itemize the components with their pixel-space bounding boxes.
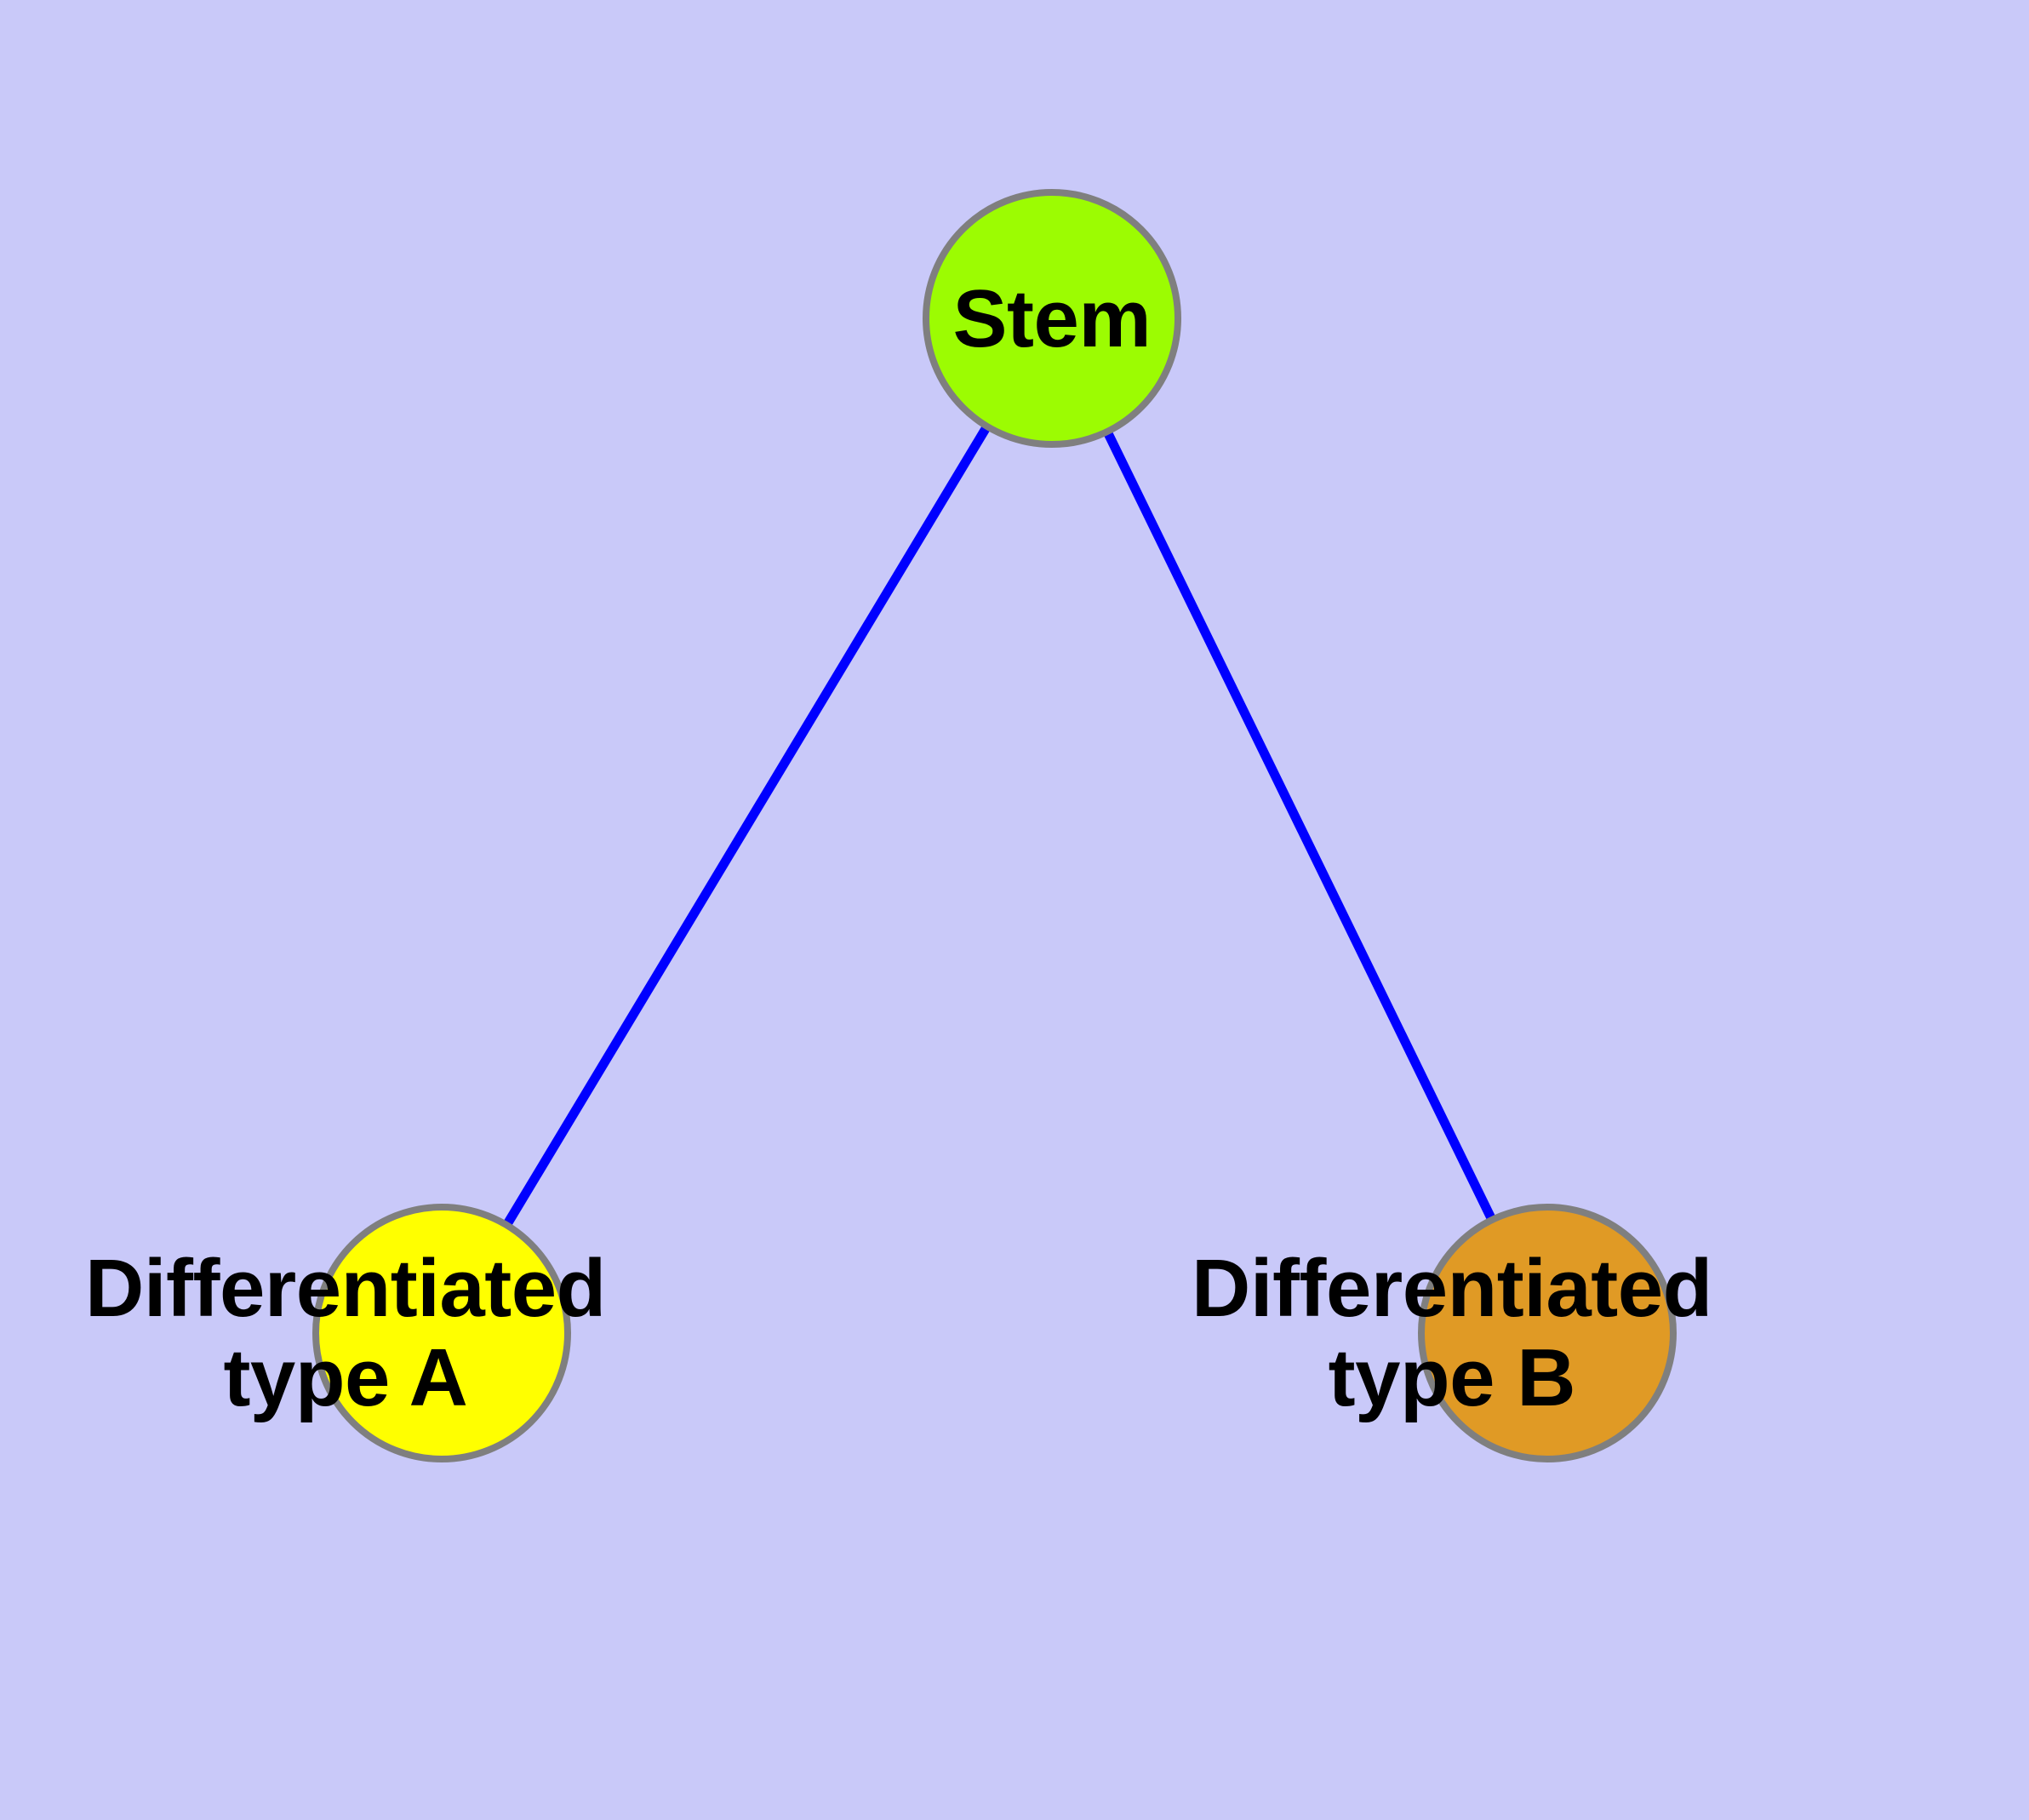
- graph-edge-stem-to-diff-a[interactable]: [501, 422, 992, 1229]
- edge-layer: [501, 422, 1497, 1229]
- graph-edge-stem-to-diff-b[interactable]: [1102, 427, 1497, 1224]
- graph-node-diff-b[interactable]: [1418, 1204, 1677, 1462]
- graph-node-diff-a[interactable]: [312, 1204, 571, 1462]
- node-layer: [312, 189, 1677, 1462]
- graph-node-stem[interactable]: [923, 189, 1181, 448]
